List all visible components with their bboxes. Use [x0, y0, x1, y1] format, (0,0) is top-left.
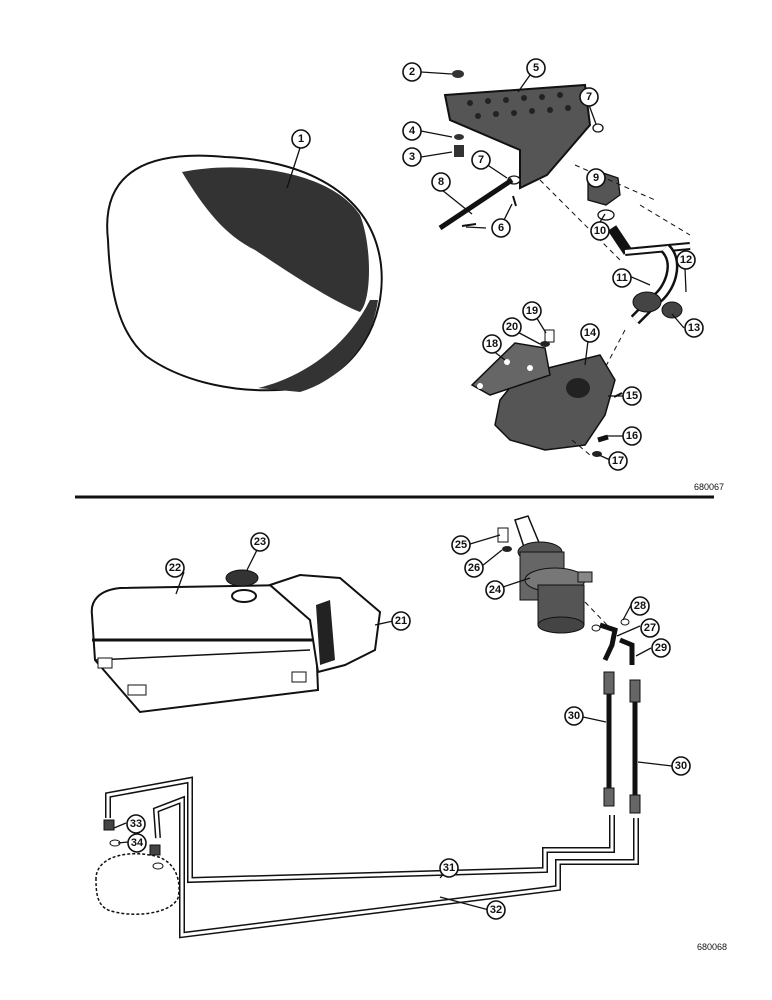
callout-6: 6	[491, 218, 511, 238]
figure-number: 680068	[697, 942, 727, 952]
svg-text:24: 24	[489, 584, 502, 596]
callout-2: 2	[402, 62, 422, 82]
seat-spindle	[587, 171, 691, 325]
svg-text:31: 31	[443, 862, 455, 874]
mounting-plate	[470, 342, 551, 396]
svg-text:10: 10	[594, 225, 606, 237]
dash-line	[584, 601, 611, 629]
svg-text:28: 28	[634, 600, 646, 612]
svg-text:23: 23	[254, 536, 266, 548]
svg-text:14: 14	[584, 327, 597, 339]
callout-15: 15	[622, 386, 642, 406]
svg-text:7: 7	[586, 91, 592, 103]
svg-text:30: 30	[675, 760, 687, 772]
svg-text:32: 32	[490, 904, 502, 916]
callout-21: 21	[391, 611, 411, 631]
svg-text:13: 13	[688, 322, 700, 334]
callout-17: 17	[608, 451, 628, 471]
callout-16: 16	[622, 426, 642, 446]
callout-19: 19	[522, 301, 542, 321]
svg-text:21: 21	[395, 615, 407, 627]
svg-text:29: 29	[655, 642, 667, 654]
callout-24: 24	[485, 580, 505, 600]
callout-10: 10	[590, 221, 610, 241]
callout-9: 9	[586, 168, 606, 188]
callout-12: 12	[676, 250, 696, 270]
callout-27: 27	[640, 618, 660, 638]
svg-text:20: 20	[506, 321, 518, 333]
callout-3: 3	[402, 147, 422, 167]
svg-text:5: 5	[533, 62, 539, 74]
svg-text:12: 12	[680, 254, 692, 266]
callout-8: 8	[431, 172, 451, 192]
callout-34: 34	[127, 833, 147, 853]
svg-text:34: 34	[131, 837, 144, 849]
svg-text:2: 2	[409, 66, 415, 78]
fuel-cap	[225, 569, 259, 587]
svg-text:6: 6	[498, 222, 504, 234]
svg-text:4: 4	[409, 125, 416, 137]
callout-25: 25	[451, 535, 471, 555]
callout-14: 14	[580, 323, 600, 343]
seat	[106, 154, 383, 392]
callout-31: 31	[439, 858, 459, 878]
callout-18: 18	[482, 334, 502, 354]
dash-line	[539, 179, 621, 261]
svg-text:16: 16	[626, 430, 638, 442]
svg-text:22: 22	[169, 562, 181, 574]
callout-32: 32	[486, 900, 506, 920]
callout-28: 28	[630, 596, 650, 616]
callout-30-left: 30	[564, 706, 584, 726]
tank-shield	[268, 573, 382, 674]
callout-5: 5	[526, 58, 546, 78]
pin	[438, 177, 514, 231]
svg-text:18: 18	[486, 338, 498, 350]
callout-30-right: 30	[671, 756, 691, 776]
svg-text:7: 7	[478, 154, 484, 166]
fuel-tank	[90, 583, 320, 714]
svg-text:33: 33	[130, 818, 142, 830]
dash-line	[639, 204, 691, 236]
fittings	[591, 618, 635, 665]
dash-line	[571, 439, 591, 456]
callout-29: 29	[651, 638, 671, 658]
callout-11: 11	[612, 268, 632, 288]
small-hardware	[452, 70, 604, 185]
svg-text:27: 27	[644, 622, 656, 634]
svg-text:8: 8	[438, 176, 444, 188]
callout-20: 20	[502, 317, 522, 337]
svg-text:1: 1	[298, 133, 304, 145]
svg-text:17: 17	[612, 455, 624, 467]
svg-text:9: 9	[593, 172, 599, 184]
pump-bolt	[497, 527, 512, 552]
svg-text:25: 25	[455, 539, 467, 551]
callout-33: 33	[126, 814, 146, 834]
steel-lines-inner	[106, 778, 638, 937]
svg-text:15: 15	[626, 390, 638, 402]
control-valve	[95, 819, 180, 915]
callout-26: 26	[464, 558, 484, 578]
dash-line	[595, 329, 626, 386]
svg-text:26: 26	[468, 562, 480, 574]
hydraulic-hoses	[603, 671, 641, 814]
callout-23: 23	[250, 532, 270, 552]
seat-support-bracket	[443, 83, 592, 190]
svg-text:30: 30	[568, 710, 580, 722]
steering-pump	[514, 515, 593, 634]
callout-13: 13	[684, 318, 704, 338]
svg-text:11: 11	[616, 272, 628, 284]
callout-7: 7	[579, 87, 599, 107]
callout-1: 1	[291, 129, 311, 149]
figure-number: 680067	[694, 482, 724, 492]
cotter-pin	[461, 223, 477, 227]
callout-22: 22	[165, 558, 185, 578]
svg-text:19: 19	[526, 305, 538, 317]
cotter-pin-2	[512, 195, 517, 207]
callout-4: 4	[402, 121, 422, 141]
dash-line	[574, 164, 656, 201]
svg-text:3: 3	[409, 151, 415, 163]
callout-7-lower: 7	[471, 150, 491, 170]
